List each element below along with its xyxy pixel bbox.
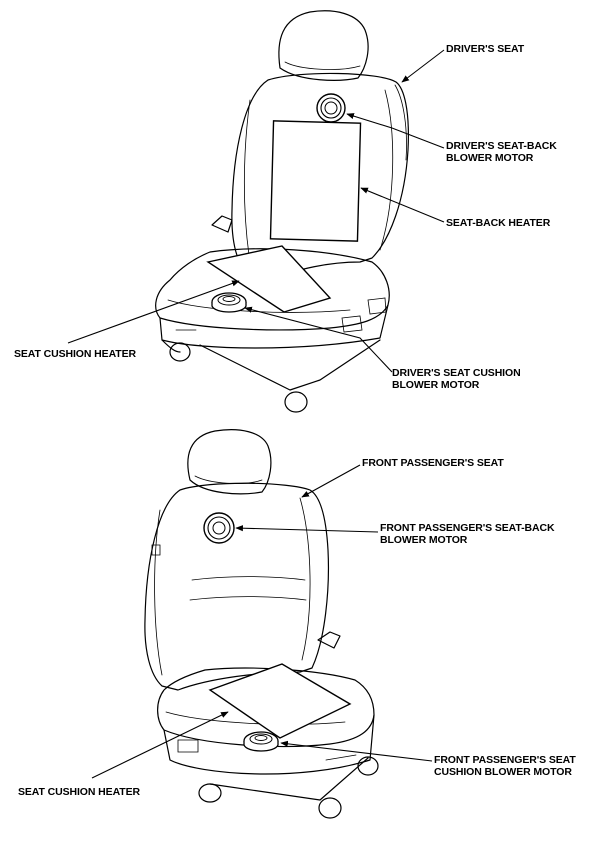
passenger-seatback-blower-motor-icon [203, 512, 235, 544]
label-drivers-cushion-motor-1: DRIVER'S SEAT CUSHION [392, 367, 521, 379]
passenger-leader-lines [91, 464, 433, 779]
label-seatback-heater: SEAT-BACK HEATER [446, 217, 551, 229]
label-drivers-seatback-motor-2: BLOWER MOTOR [446, 152, 534, 164]
label-seat-cushion-heater-bottom: SEAT CUSHION HEATER [18, 786, 140, 798]
label-passenger-seatback-motor-1: FRONT PASSENGER'S SEAT-BACK [380, 522, 555, 534]
label-front-passengers-seat: FRONT PASSENGER'S SEAT [362, 457, 504, 469]
label-passenger-cushion-motor-1: FRONT PASSENGER'S SEAT [434, 754, 576, 766]
label-passenger-cushion-motor-2: CUSHION BLOWER MOTOR [434, 766, 572, 778]
passenger-seat-illustration [144, 429, 379, 819]
drivers-seatback-heater [269, 120, 362, 242]
passenger-seat-cushion-heater [208, 663, 352, 739]
label-passenger-seatback-motor-2: BLOWER MOTOR [380, 534, 468, 546]
label-seat-cushion-heater-top: SEAT CUSHION HEATER [14, 348, 136, 360]
drivers-leader-lines [67, 49, 445, 373]
label-drivers-cushion-motor-2: BLOWER MOTOR [392, 379, 480, 391]
drivers-cushion-blower-motor-icon [211, 292, 247, 313]
label-drivers-seatback-motor-1: DRIVER'S SEAT-BACK [446, 140, 557, 152]
drivers-seat-illustration [155, 10, 409, 413]
drivers-seat-cushion-heater [206, 245, 332, 313]
drivers-seatback-blower-motor-icon [316, 93, 346, 123]
label-drivers-seat: DRIVER'S SEAT [446, 43, 525, 55]
passenger-cushion-blower-motor-icon [243, 731, 279, 752]
